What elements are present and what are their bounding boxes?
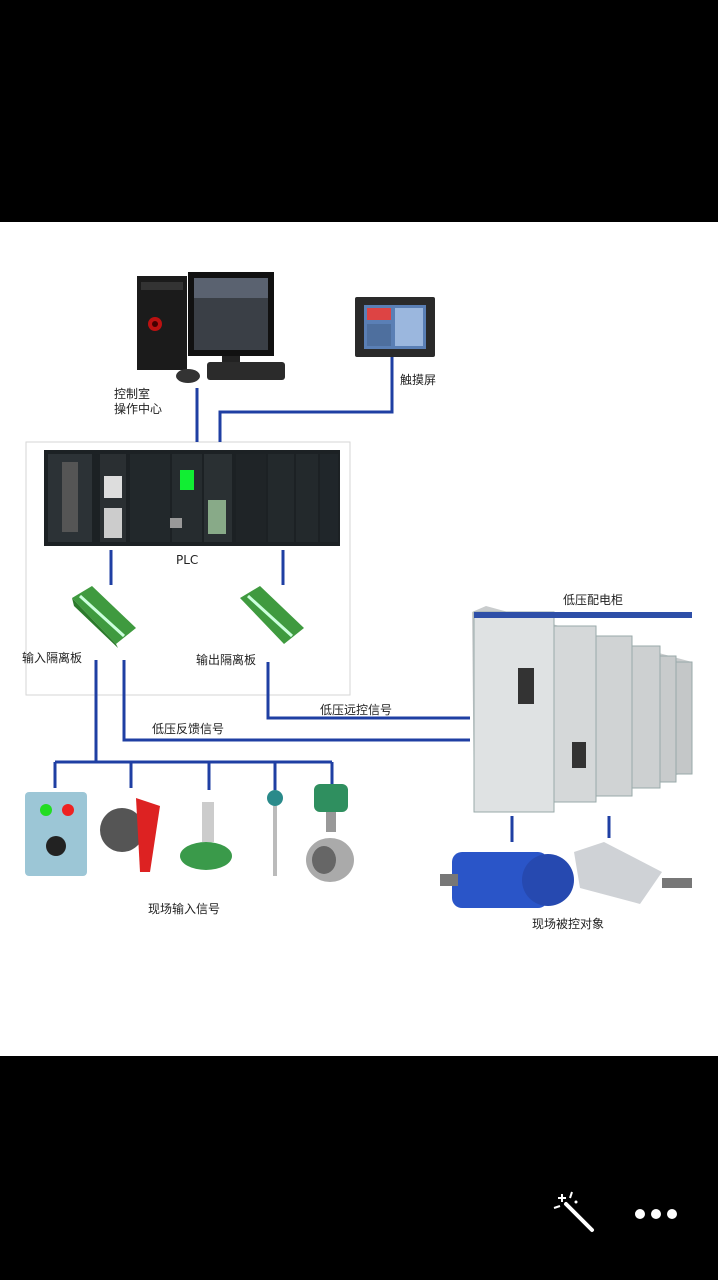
label-field-input-signal: 现场输入信号 [148, 902, 221, 916]
wire-touchscreen-plc [218, 357, 394, 442]
field-device-pull-switch [100, 798, 160, 872]
magic-wand-button[interactable] [548, 1186, 608, 1242]
field-device-switch-box [25, 792, 87, 876]
field-device-flow-meter [306, 784, 354, 882]
label-output-isolation-board: 输出隔离板 [196, 653, 257, 667]
wire-remote-signal [266, 662, 470, 720]
label-field-controlled-object: 现场被控对象 [532, 917, 605, 931]
wiring [53, 357, 611, 842]
field-device-temperature-sensor [267, 790, 283, 876]
more-icon [635, 1209, 677, 1219]
field-object-motor [440, 852, 574, 908]
plc-rack [44, 450, 340, 546]
plc-cabinet-frame [25, 441, 351, 696]
label-touchscreen: 触摸屏 [400, 373, 437, 387]
wire-feedback-signal [122, 660, 470, 742]
magic-wand-icon [553, 1191, 594, 1232]
low-voltage-cabinet [472, 606, 693, 813]
label-feedback-signal: 低压反馈信号 [152, 722, 225, 736]
label-remote-signal: 低压远控信号 [320, 703, 393, 717]
output-isolation-board [240, 586, 304, 644]
field-object-cylinder [574, 842, 692, 904]
label-control-room-line1: 控制室 [114, 387, 151, 401]
label-input-isolation-board: 输入隔离板 [22, 651, 83, 665]
label-control-room-line2: 操作中心 [114, 402, 163, 416]
more-button[interactable] [624, 1190, 688, 1238]
label-plc: PLC [176, 553, 199, 567]
field-device-deviation-switch [180, 802, 232, 870]
label-low-voltage-cabinet: 低压配电柜 [563, 593, 624, 607]
touchscreen-panel [355, 297, 435, 357]
input-isolation-board [72, 586, 136, 648]
control-room-computer [137, 272, 285, 383]
